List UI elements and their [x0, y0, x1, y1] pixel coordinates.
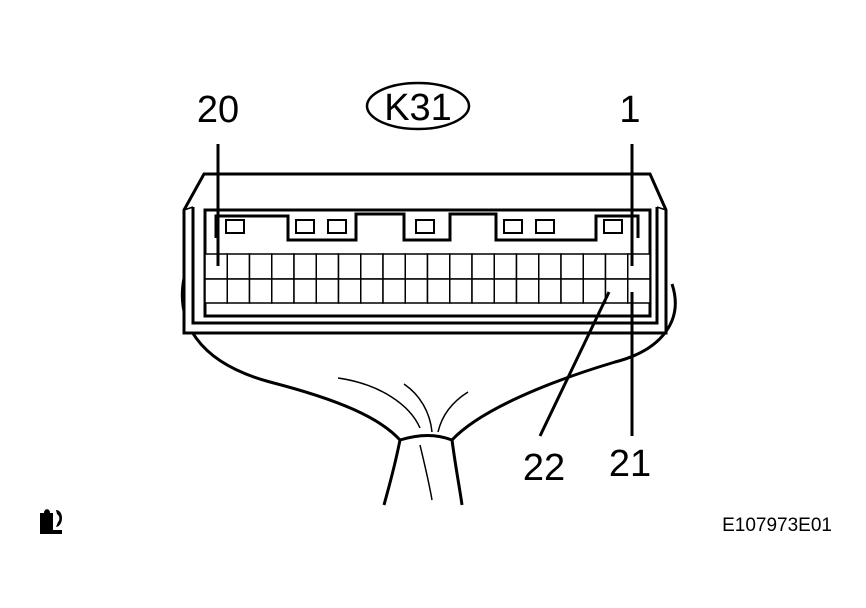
- pin-cavity-top: [382, 253, 406, 280]
- pin-cavity-bottom: [204, 278, 228, 304]
- pin-cavity-bottom: [538, 278, 562, 304]
- pin-label-20: 20: [197, 89, 239, 131]
- pin-cavity-bottom: [360, 278, 384, 304]
- pin-cavity-top: [315, 253, 340, 280]
- pin-cavity-bottom: [315, 278, 340, 304]
- pin-cavity-bottom: [471, 278, 495, 304]
- pin-label-21: 21: [609, 443, 651, 485]
- pin-cavity-top: [604, 253, 629, 280]
- pin-cavity-bottom: [293, 278, 317, 304]
- pin-cavity-bottom: [337, 278, 362, 304]
- pin-cavity-top: [515, 253, 540, 280]
- pin-cavity-top: [493, 253, 518, 280]
- pin-cavity-top: [582, 253, 607, 280]
- pin-grid: [204, 253, 651, 304]
- pin-cavity-bottom: [515, 278, 540, 304]
- pin-cavity-bottom: [248, 278, 273, 304]
- pin-cavity-top: [293, 253, 317, 280]
- pin-cavity-top: [404, 253, 429, 280]
- callout-pin-22: 22: [523, 291, 611, 489]
- pin-cavity-top: [204, 253, 228, 280]
- pin-label-22: 22: [523, 447, 565, 489]
- pin-cavity-bottom: [226, 278, 251, 304]
- callout-pin-20: 20: [197, 89, 239, 266]
- latch-notch: [327, 219, 347, 234]
- pin-cavity-bottom: [271, 278, 295, 304]
- pin-cavity-bottom: [493, 278, 518, 304]
- pin-cavity-top: [471, 253, 495, 280]
- latch-notch: [295, 219, 315, 234]
- latch-notch: [503, 219, 523, 234]
- connector-id-badge: K31: [365, 81, 471, 131]
- pin-cavity-top: [426, 253, 451, 280]
- figure-code: E107973E01: [722, 515, 832, 536]
- pin-cavity-bottom: [404, 278, 429, 304]
- latch-notch: [225, 219, 245, 234]
- pin-cavity-top: [248, 253, 273, 280]
- latch-notch: [415, 219, 435, 234]
- latch-notches: [225, 219, 623, 234]
- connector-id-label: K31: [384, 87, 452, 129]
- pin-cavity-top: [560, 253, 584, 280]
- latch-notch: [535, 219, 555, 234]
- pin-label-1: 1: [619, 89, 640, 131]
- pin-cavity-bottom: [604, 278, 629, 304]
- pin-cavity-top: [337, 253, 362, 280]
- pin-cavity-bottom: [449, 278, 473, 304]
- pin-cavity-top: [226, 253, 251, 280]
- pin-cavity-bottom: [382, 278, 406, 304]
- pin-cavity-bottom: [582, 278, 607, 304]
- pin-cavity-top: [449, 253, 473, 280]
- latch-notch: [603, 219, 623, 234]
- pin-cavity-top: [538, 253, 562, 280]
- callout-pin-1: 1: [619, 89, 641, 266]
- pin-cavity-top: [271, 253, 295, 280]
- person-seat-icon: [40, 509, 62, 534]
- connector-body: [182, 172, 668, 335]
- pin-cavity-top: [360, 253, 384, 280]
- pin-cavity-bottom: [560, 278, 584, 304]
- callout-pin-21: 21: [609, 292, 651, 485]
- pin-cavity-bottom: [426, 278, 451, 304]
